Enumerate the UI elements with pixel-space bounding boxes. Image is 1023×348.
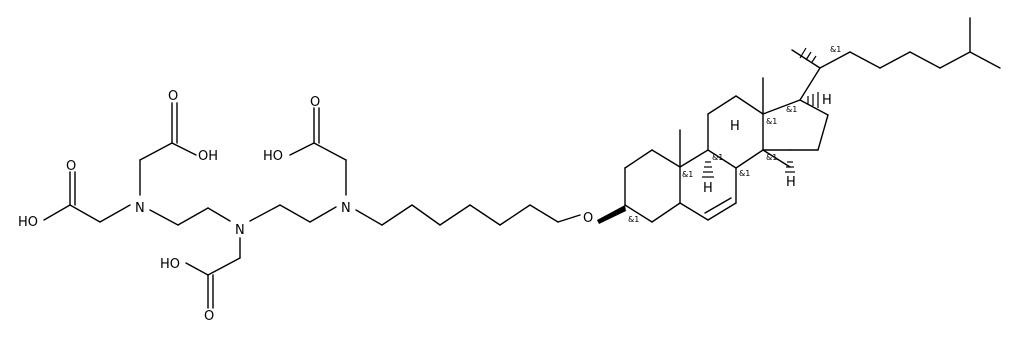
- hash-c14-h: [785, 161, 795, 173]
- stereo-label: &1: [786, 105, 797, 114]
- atom-ho: HO: [160, 257, 180, 272]
- hash-c9-h: [702, 161, 714, 178]
- atom-labels: O O O O O HO OH HO HO N N N H H H H: [18, 89, 832, 324]
- stereo-label: &1: [830, 45, 841, 54]
- hash-c20-methyl: [799, 47, 817, 63]
- atom-ho: HO: [18, 215, 38, 230]
- stereo-bonds: [597, 47, 819, 224]
- stereo-label: &1: [766, 117, 777, 126]
- atom-o: O: [583, 211, 593, 226]
- atom-h: H: [730, 119, 740, 134]
- hash-c17-h: [807, 92, 819, 108]
- atom-oh: OH: [198, 149, 218, 164]
- atom-n: N: [135, 201, 145, 216]
- atom-o: O: [168, 89, 178, 104]
- stereo-descriptors: &1 &1 &1 &1 &1 &1 &1 &1: [628, 45, 841, 224]
- atom-o: O: [66, 159, 76, 174]
- atom-o: O: [204, 309, 214, 324]
- stereo-label: &1: [766, 153, 777, 162]
- stereo-label: &1: [712, 153, 723, 162]
- bond-lines: [43, 17, 1001, 309]
- atom-o: O: [310, 95, 320, 110]
- atom-h: H: [703, 181, 713, 196]
- atom-ho: HO: [263, 149, 283, 164]
- atom-h: H: [822, 93, 832, 108]
- atom-h: H: [786, 175, 796, 190]
- stereo-label: &1: [628, 215, 639, 224]
- atom-n: N: [235, 223, 245, 238]
- atom-n: N: [341, 201, 351, 216]
- stereo-label: &1: [739, 169, 750, 178]
- stereo-label: &1: [682, 170, 693, 179]
